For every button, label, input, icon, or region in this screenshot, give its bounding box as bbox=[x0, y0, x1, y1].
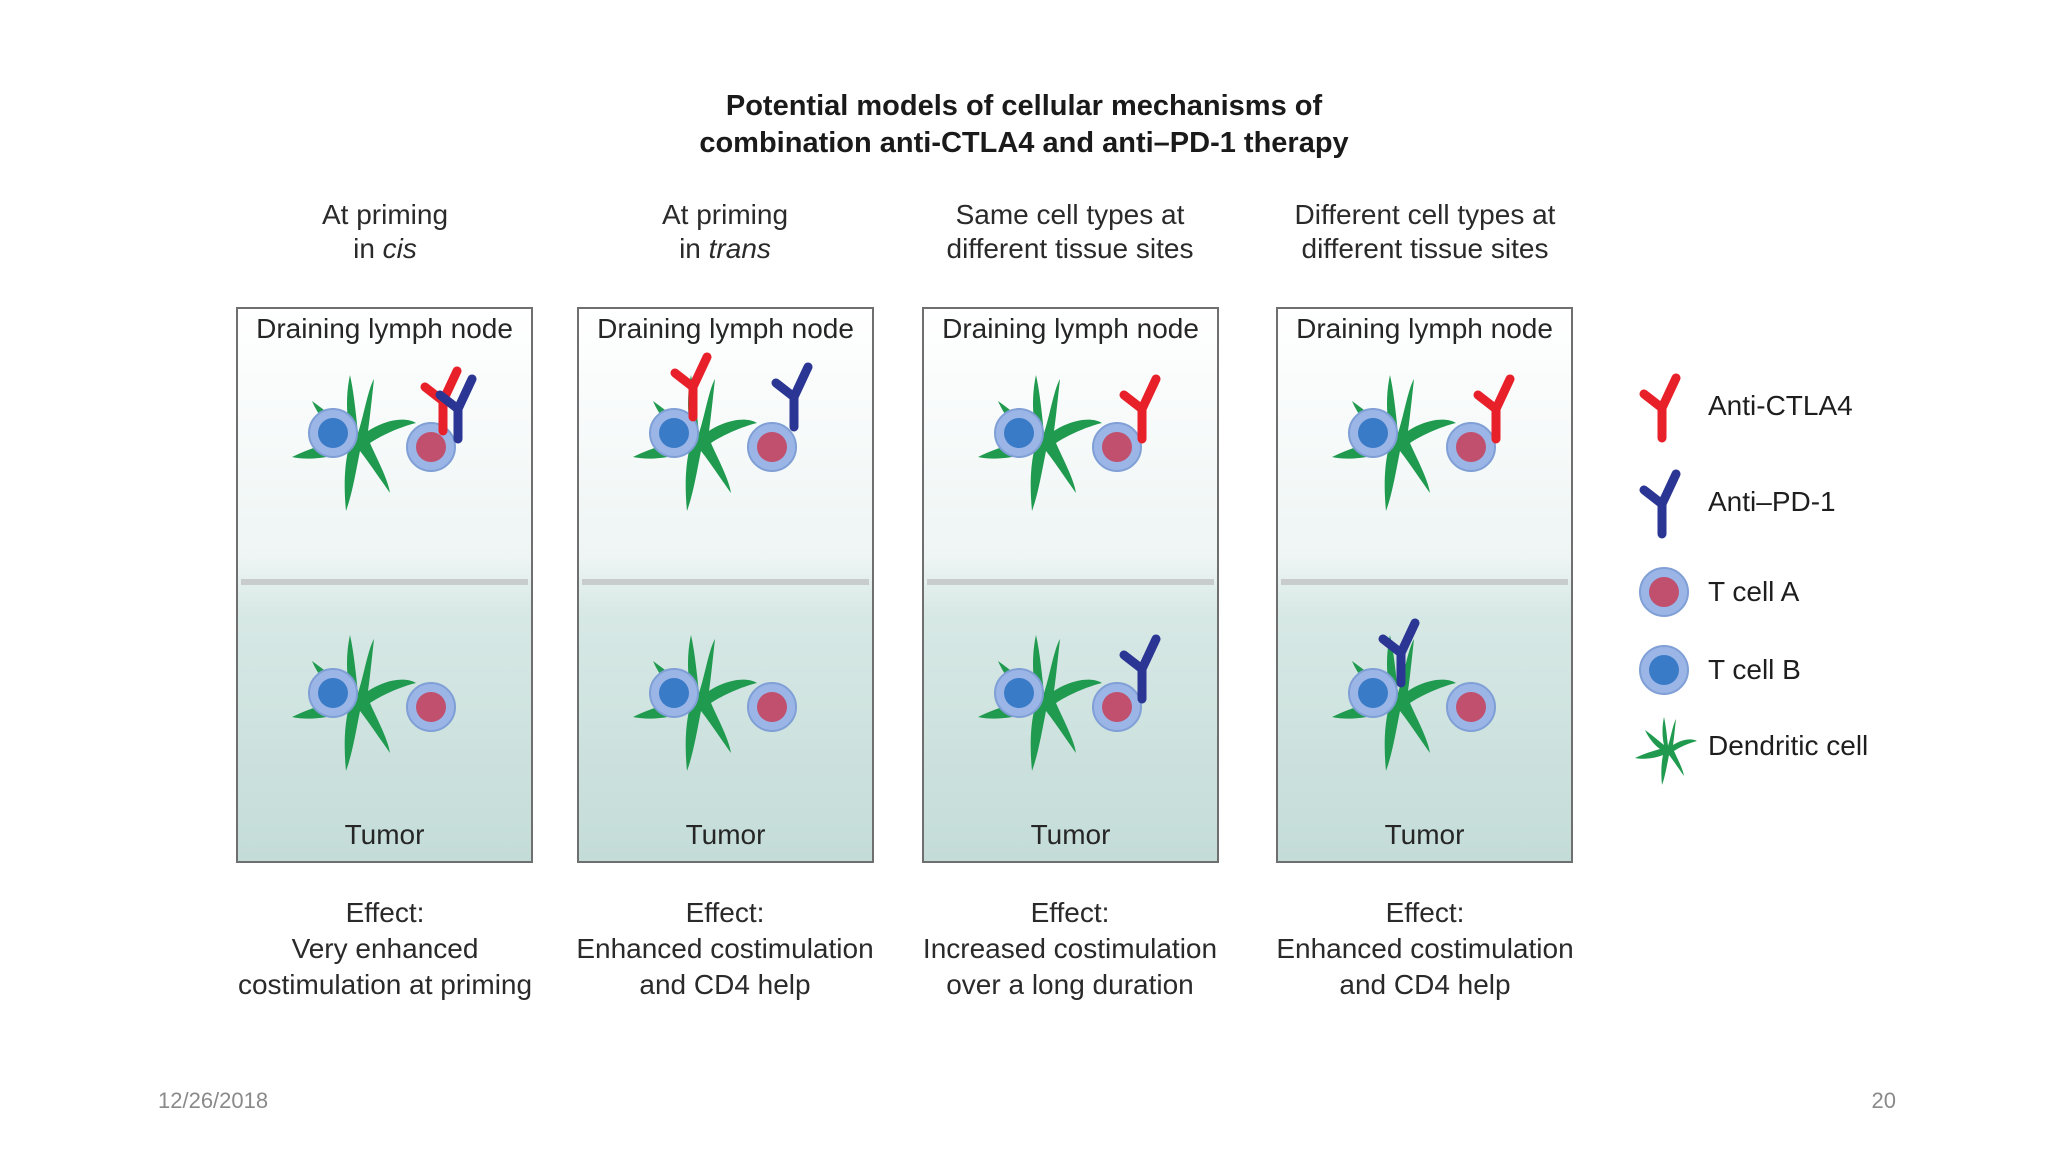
anti-ctla4-icon bbox=[675, 357, 707, 417]
cell-illustration bbox=[292, 309, 531, 771]
t-cell-a-icon bbox=[747, 422, 797, 472]
effect-trans: Effect: Enhanced costimulation and CD4 h… bbox=[576, 897, 874, 1000]
zone-label-lymph-node: Draining lymph node bbox=[1296, 313, 1553, 344]
anti-ctla4-icon bbox=[1628, 370, 1698, 450]
column-header-different-cell-types: Different cell types at different tissue… bbox=[1294, 199, 1556, 264]
column-header-trans: At priming in trans bbox=[661, 199, 789, 264]
zone-label-lymph-node: Draining lymph node bbox=[942, 313, 1199, 344]
cell-illustration bbox=[978, 309, 1217, 771]
legend-item-anti-pd1: Anti–PD-1 bbox=[1628, 466, 1988, 536]
zone-label-lymph-node: Draining lymph node bbox=[597, 313, 854, 344]
zone-label-tumor: Tumor bbox=[344, 819, 425, 850]
t-cell-a-icon bbox=[1446, 682, 1496, 732]
panel-trans: Draining lymph node Tumor bbox=[577, 307, 874, 863]
t-cell-b-icon bbox=[1348, 668, 1398, 718]
panel-cis: Draining lymph node Tumor bbox=[236, 307, 533, 863]
t-cell-b-icon bbox=[994, 668, 1044, 718]
legend-item-t-cell-a: T cell A bbox=[1628, 564, 1988, 634]
t-cell-b-icon bbox=[1639, 645, 1689, 695]
t-cell-b-icon bbox=[649, 668, 699, 718]
zone-label-tumor: Tumor bbox=[1384, 819, 1465, 850]
t-cell-a-icon bbox=[406, 422, 456, 472]
effect-different-cell-types: Effect: Enhanced costimulation and CD4 h… bbox=[1276, 897, 1574, 1000]
cell-illustration bbox=[633, 309, 872, 771]
zone-label-tumor: Tumor bbox=[685, 819, 766, 850]
legend-item-t-cell-b: T cell B bbox=[1628, 642, 1988, 712]
t-cell-b-icon bbox=[994, 408, 1044, 458]
anti-pd1-icon bbox=[776, 367, 808, 427]
slide-date: 12/26/2018 bbox=[158, 1088, 269, 1113]
slide-number: 20 bbox=[1871, 1088, 1896, 1113]
title-line-2: combination anti-CTLA4 and anti–PD-1 the… bbox=[699, 127, 1349, 159]
diagram-title: Potential models of cellular mechanisms … bbox=[0, 88, 2048, 162]
t-cell-a-icon bbox=[406, 682, 456, 732]
effect-same-cell-types: Effect: Increased costimulation over a l… bbox=[922, 897, 1218, 1000]
t-cell-b-icon bbox=[308, 408, 358, 458]
t-cell-a-icon bbox=[1092, 682, 1142, 732]
column-header-cis: At priming in cis bbox=[321, 199, 449, 264]
tissue-divider bbox=[582, 579, 869, 585]
t-cell-a-icon bbox=[1639, 567, 1689, 617]
tissue-divider bbox=[241, 579, 528, 585]
zone-label-tumor: Tumor bbox=[1030, 819, 1111, 850]
zone-label-lymph-node: Draining lymph node bbox=[256, 313, 513, 344]
tissue-divider bbox=[1281, 579, 1568, 585]
panel-same-cell-types: Draining lymph node Tumor bbox=[922, 307, 1219, 863]
legend-item-anti-ctla4: Anti-CTLA4 bbox=[1628, 370, 1988, 440]
t-cell-a-icon bbox=[1092, 422, 1142, 472]
legend-item-dendritic-cell: Dendritic cell bbox=[1628, 710, 1988, 785]
tissue-divider bbox=[927, 579, 1214, 585]
t-cell-a-icon bbox=[747, 682, 797, 732]
panel-different-cell-types: Draining lymph node Tumor bbox=[1276, 307, 1573, 863]
dendritic-cell-icon bbox=[1635, 717, 1697, 785]
column-header-same-cell-types: Same cell types at different tissue site… bbox=[946, 199, 1194, 264]
title-line-1: Potential models of cellular mechanisms … bbox=[725, 90, 1323, 122]
t-cell-a-icon bbox=[1446, 422, 1496, 472]
t-cell-b-icon bbox=[1348, 408, 1398, 458]
effect-cis: Effect: Very enhanced costimulation at p… bbox=[237, 897, 533, 1000]
t-cell-b-icon bbox=[308, 668, 358, 718]
anti-pd1-icon bbox=[1628, 466, 1698, 546]
cell-illustration bbox=[1332, 309, 1571, 771]
